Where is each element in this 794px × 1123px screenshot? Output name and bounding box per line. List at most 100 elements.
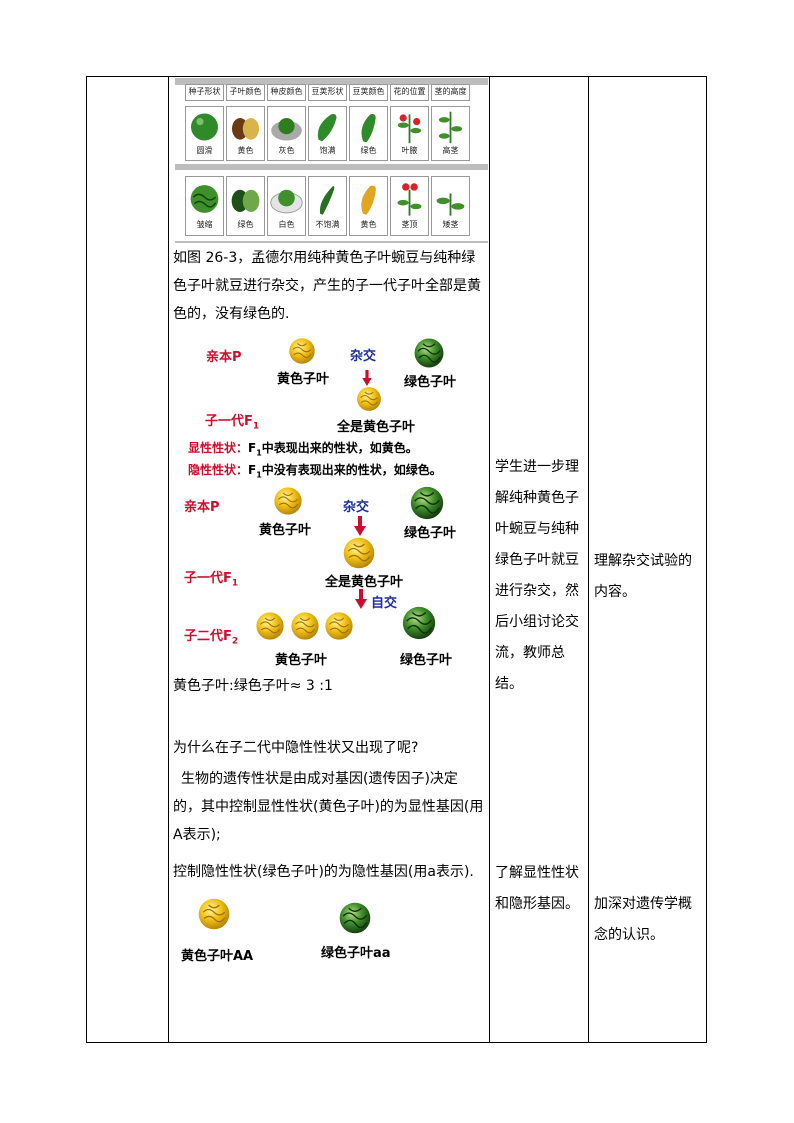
trait-cell: 黄色 — [226, 106, 265, 161]
trait-caption: 不饱满 — [315, 220, 340, 229]
intro-paragraph: 如图 26-3，孟德尔用纯种黄色子叶蜿豆与纯种绿色子叶就豆进行杂交，产生的子一代… — [173, 250, 481, 322]
row-bar — [175, 241, 488, 243]
trait-cell: 绿色 — [226, 176, 265, 236]
cross-label: 杂交 — [343, 500, 370, 515]
green-label: 绿色子叶 — [404, 526, 457, 541]
trait-caption: 灰色 — [278, 146, 295, 155]
trait-caption: 圆滑 — [196, 146, 213, 155]
genotype-green: 绿色子叶aa — [321, 946, 391, 961]
trait-cell: 饱满 — [308, 106, 347, 161]
dominant-definition: 显性性状：F1中表现出来的性状，如黄色。 — [188, 441, 418, 458]
trait-caption: 矮茎 — [442, 220, 459, 229]
trait-caption: 茎顶 — [401, 220, 418, 229]
design-purpose: 加深对遗传学概念的认识。 — [594, 896, 692, 943]
f1-label: 子一代F1 — [184, 571, 239, 589]
green-seed-icon — [412, 336, 446, 370]
green-seed-icon — [408, 484, 446, 522]
trait-cell: 绿色 — [349, 106, 388, 161]
trait-image-icon — [350, 109, 387, 145]
f2-yellow-label: 黄色子叶 — [275, 653, 328, 668]
trait-figure: 种子形状 圆滑 皱缩 子叶颜色 黄色 绿色 — [175, 78, 488, 243]
trait-cell: 叶腋 — [390, 106, 429, 161]
trait-image-icon — [186, 179, 223, 219]
parent-label: 亲本P — [184, 500, 220, 515]
yellow-seed-icon — [289, 610, 321, 642]
trait-header: 花的位置 — [390, 84, 429, 101]
trait-caption: 饱满 — [319, 146, 336, 155]
lesson-table — [86, 76, 707, 1043]
green-seed-icon — [400, 604, 438, 642]
yellow-seed-icon — [341, 535, 377, 571]
yellow-seed-icon — [287, 336, 317, 366]
trait-cell: 矮茎 — [431, 176, 470, 236]
trait-header: 种子形状 — [185, 84, 224, 101]
trait-image-icon — [309, 109, 346, 145]
yellow-seed-icon — [355, 385, 383, 413]
trait-image-icon — [227, 109, 264, 145]
yellow-label: 黄色子叶 — [259, 523, 312, 538]
trait-cell: 黄色 — [349, 176, 388, 236]
self-cross-label: 自交 — [371, 596, 398, 611]
trait-caption: 叶腋 — [401, 146, 418, 155]
trait-cell: 高茎 — [431, 106, 470, 161]
trait-caption: 黄色 — [237, 146, 254, 155]
trait-caption: 绿色 — [360, 146, 377, 155]
ratio-text: 黄色子叶:绿色子叶≈ 3 :1 — [173, 678, 333, 694]
trait-header: 豆荚形状 — [308, 84, 347, 101]
arrow-down-icon — [354, 516, 366, 536]
yellow-seed-icon — [196, 896, 232, 932]
row-bar — [175, 78, 488, 85]
yellow-seed-icon — [254, 610, 286, 642]
green-label: 绿色子叶 — [404, 375, 457, 390]
trait-image-icon — [268, 109, 305, 145]
trait-header: 子叶颜色 — [226, 84, 265, 101]
column-divider — [168, 76, 169, 1043]
trait-image-icon — [186, 109, 223, 145]
recessive-definition: 隐性性状：F1中没有表现出来的性状，如绿色。 — [188, 463, 442, 480]
trait-header: 种皮颜色 — [267, 84, 306, 101]
f1-result: 全是黄色子叶 — [325, 575, 404, 590]
student-activity: 学生进一步理解纯种黄色子叶蜿豆与纯种绿色子叶就豆进行杂交，然后小组讨论交流，教师… — [495, 459, 579, 692]
trait-image-icon — [227, 179, 264, 219]
trait-cell: 圆滑 — [185, 106, 224, 161]
trait-image-icon — [432, 109, 469, 145]
green-seed-icon — [337, 900, 373, 936]
row-bar — [175, 164, 488, 170]
trait-caption: 黄色 — [360, 220, 377, 229]
yellow-label: 黄色子叶 — [277, 372, 330, 387]
parent-label: 亲本P — [206, 350, 242, 365]
yellow-seed-icon — [323, 610, 355, 642]
trait-image-icon — [391, 179, 428, 219]
trait-image-icon — [350, 179, 387, 219]
trait-cell: 白色 — [267, 176, 306, 236]
cross-label: 杂交 — [350, 349, 377, 364]
arrow-down-icon — [355, 589, 367, 609]
column-divider — [489, 76, 490, 1043]
trait-header: 茎的高度 — [431, 84, 470, 101]
explain-paragraph: 控制隐性性状(绿色子叶)的为隐性基因(用a表示). — [173, 864, 474, 880]
trait-cell: 不饱满 — [308, 176, 347, 236]
student-activity: 了解显性性状和隐形基因。 — [495, 865, 579, 912]
trait-header: 豆荚颜色 — [349, 84, 388, 101]
trait-image-icon — [268, 179, 305, 219]
trait-image-icon — [391, 109, 428, 145]
column-divider — [588, 76, 589, 1043]
genotype-yellow: 黄色子叶AA — [181, 949, 254, 964]
trait-cell: 灰色 — [267, 106, 306, 161]
trait-caption: 绿色 — [237, 220, 254, 229]
f2-label: 子二代F2 — [184, 629, 239, 647]
trait-caption: 皱缩 — [196, 220, 213, 229]
f2-green-label: 绿色子叶 — [400, 653, 453, 668]
trait-cell: 皱缩 — [185, 176, 224, 236]
trait-caption: 白色 — [278, 220, 295, 229]
question-text: 为什么在子二代中隐性性状又出现了呢? — [173, 740, 419, 756]
explain-paragraph: 生物的遗传性状是由成对基因(遗传因子)决定的，其中控制显性性状(黄色子叶)的为显… — [173, 771, 484, 843]
trait-image-icon — [432, 179, 469, 219]
trait-image-icon — [309, 179, 346, 219]
trait-cell: 茎顶 — [390, 176, 429, 236]
f1-result: 全是黄色子叶 — [337, 420, 416, 435]
trait-caption: 高茎 — [442, 146, 459, 155]
design-purpose: 理解杂交试验的内容。 — [594, 553, 692, 600]
arrow-down-icon — [361, 370, 373, 386]
yellow-seed-icon — [272, 485, 304, 517]
